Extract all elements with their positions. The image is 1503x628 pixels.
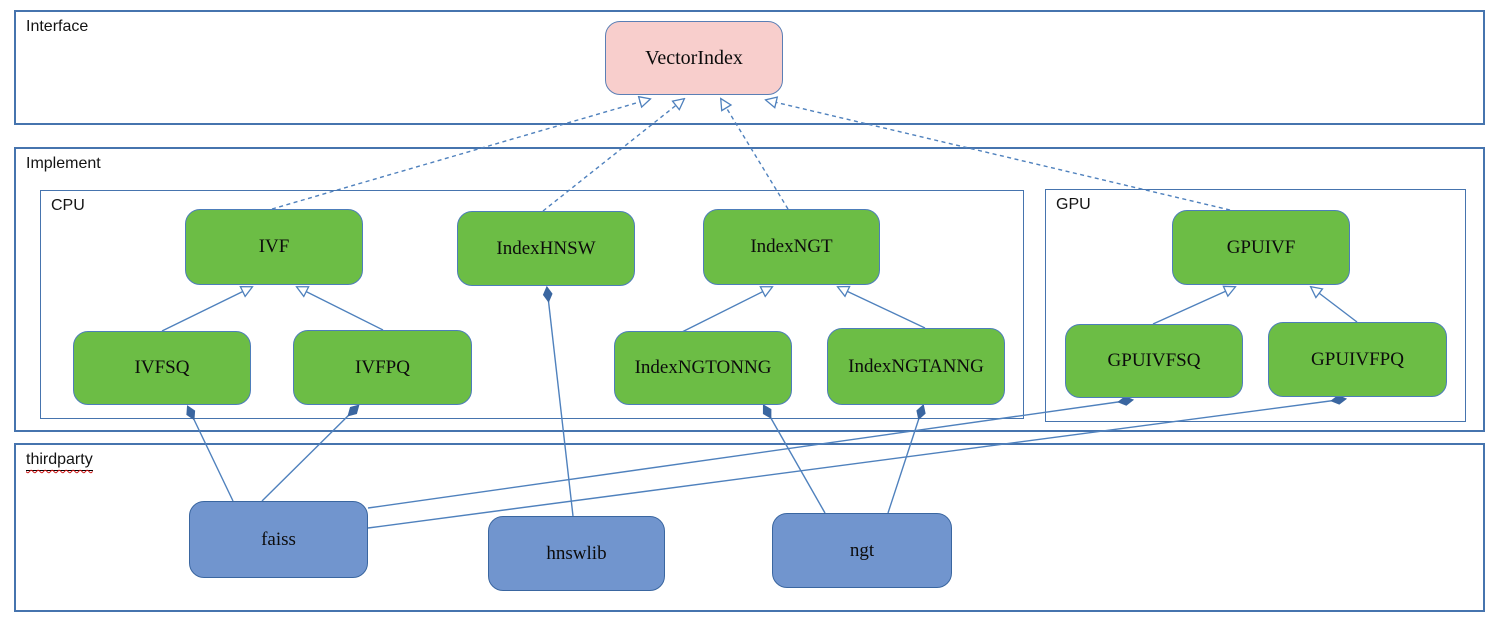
node-faiss-label: faiss	[261, 528, 296, 550]
node-hnswlib: hnswlib	[488, 516, 665, 591]
node-indexhnsw-label: IndexHNSW	[496, 237, 596, 259]
node-ivfsq: IVFSQ	[73, 331, 251, 405]
edge-ivfsq-to-ivf	[161, 287, 252, 332]
node-gpuivfpq-label: GPUIVFPQ	[1311, 348, 1404, 370]
node-gpuivf: GPUIVF	[1172, 210, 1350, 285]
edge-indexhnsw-to-hnswlib	[542, 285, 574, 517]
edge-gpuivf-to-vectorindex	[766, 100, 1231, 211]
node-indexngt-label: IndexNGT	[750, 236, 833, 257]
node-hnswlib-label: hnswlib	[546, 542, 607, 564]
group-implement-label: Implement	[26, 155, 101, 172]
edge-gpuivfpq-to-gpuivf	[1311, 287, 1358, 323]
node-ivfsq-label: IVFSQ	[134, 357, 190, 378]
group-thirdparty-label: thirdparty	[26, 451, 93, 471]
node-ivf-label: IVF	[258, 236, 290, 257]
node-indexngt: IndexNGT	[703, 209, 880, 285]
edge-indexngtanng-to-ngt	[887, 403, 926, 514]
node-gpuivfpq: GPUIVFPQ	[1268, 322, 1447, 397]
edge-indexngtonng-to-ngt	[762, 404, 826, 514]
edge-ivfpq-to-faiss	[261, 404, 360, 502]
node-gpuivfsq: GPUIVFSQ	[1065, 324, 1243, 398]
node-gpuivfsq-label: GPUIVFSQ	[1107, 350, 1201, 371]
node-indexngtanng-label: IndexNGTANNG	[848, 355, 984, 377]
node-faiss: faiss	[189, 501, 368, 578]
edge-indexhnsw-to-vectorindex	[542, 99, 684, 212]
node-gpuivf-label: GPUIVF	[1226, 236, 1296, 258]
node-indexngtonng-label: IndexNGTONNG	[634, 357, 772, 378]
node-vectorindex: VectorIndex	[605, 21, 783, 95]
edge-indexngtanng-to-indexngt	[838, 287, 926, 329]
node-ivfpq-label: IVFPQ	[355, 356, 410, 378]
node-ivf: IVF	[185, 209, 363, 285]
group-interface-label: Interface	[26, 18, 89, 35]
node-ivfpq: IVFPQ	[293, 330, 472, 405]
node-indexngtonng: IndexNGTONNG	[614, 331, 792, 405]
node-indexngtanng: IndexNGTANNG	[827, 328, 1005, 405]
edge-gpuivfsq-to-gpuivf	[1152, 287, 1235, 325]
edge-indexngtonng-to-indexngt	[679, 287, 772, 334]
group-cpu-label: CPU	[51, 197, 85, 214]
node-ngt: ngt	[772, 513, 952, 588]
edge-indexngt-to-vectorindex	[721, 99, 789, 210]
edge-gpuivfpq-to-faiss	[367, 395, 1348, 529]
edge-ivfpq-to-ivf	[297, 287, 384, 331]
edge-ivf-to-vectorindex	[271, 99, 650, 210]
edge-gpuivfsq-to-faiss	[367, 396, 1135, 509]
node-vectorindex-label: VectorIndex	[645, 46, 743, 69]
group-gpu-label: GPU	[1056, 196, 1091, 213]
node-indexhnsw: IndexHNSW	[457, 211, 635, 286]
node-ngt-label: ngt	[849, 539, 875, 561]
edge-ivfsq-to-faiss	[186, 405, 234, 502]
